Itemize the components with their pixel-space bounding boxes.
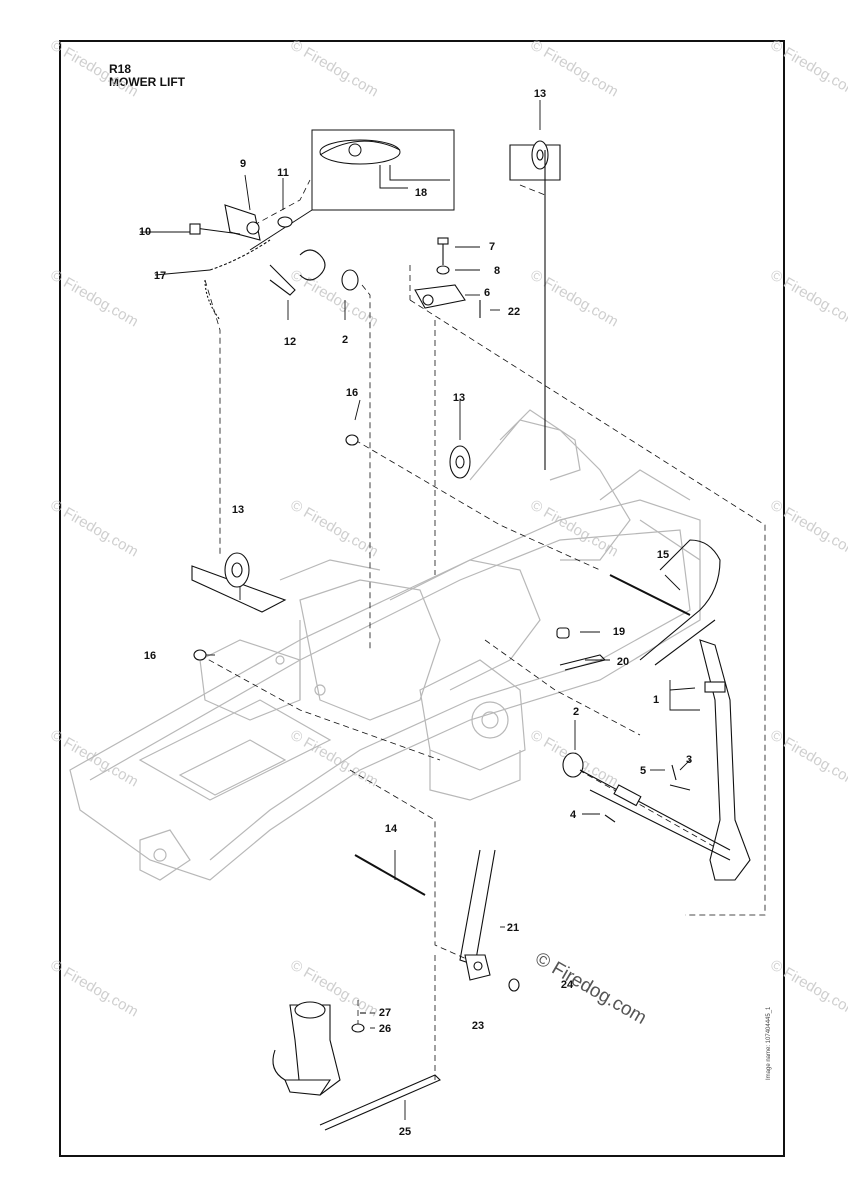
callout-24: 24 <box>560 979 574 991</box>
callout-21: 21 <box>506 922 520 934</box>
tractor-frame <box>69 409 701 881</box>
image-number: Image name: 107404445_1 <box>766 1006 772 1080</box>
callout-19: 19 <box>612 626 626 638</box>
callout-11: 11 <box>277 167 289 179</box>
callout-27: 27 <box>378 1007 392 1019</box>
callout-2: 2 <box>341 334 349 346</box>
callout-8: 8 <box>493 265 501 277</box>
callout-16: 16 <box>143 650 157 662</box>
callout-13: 13 <box>231 504 245 516</box>
diagram-title: MOWER LIFT <box>109 75 185 89</box>
inset-detail-box <box>249 129 455 251</box>
callout-23: 23 <box>471 1020 485 1032</box>
callout-18: 18 <box>414 187 428 199</box>
callout-9: 9 <box>239 158 247 170</box>
callout-2: 2 <box>572 706 580 718</box>
callout-17: 17 <box>153 270 167 282</box>
callout-4: 4 <box>569 809 577 821</box>
callout-6: 6 <box>483 287 491 299</box>
callout-26: 26 <box>378 1023 392 1035</box>
callout-5: 5 <box>639 765 647 777</box>
callout-10: 10 <box>138 226 152 238</box>
callout-3: 3 <box>685 754 693 766</box>
diagram-code: R18 <box>109 62 132 76</box>
callout-20: 20 <box>616 656 630 668</box>
callout-22: 22 <box>507 306 521 318</box>
diagram-frame <box>59 40 785 1157</box>
callout-25: 25 <box>398 1126 412 1138</box>
callout-1: 1 <box>652 694 660 706</box>
callout-12: 12 <box>283 336 297 348</box>
callout-7: 7 <box>488 241 496 253</box>
callout-15: 15 <box>656 549 670 561</box>
parts <box>189 140 751 1131</box>
alignment-lines <box>199 179 766 1080</box>
callout-16: 16 <box>345 387 359 399</box>
callout-13: 13 <box>452 392 466 404</box>
leader-lines <box>140 100 700 1120</box>
callout-14: 14 <box>384 823 398 835</box>
callout-13: 13 <box>533 88 547 100</box>
